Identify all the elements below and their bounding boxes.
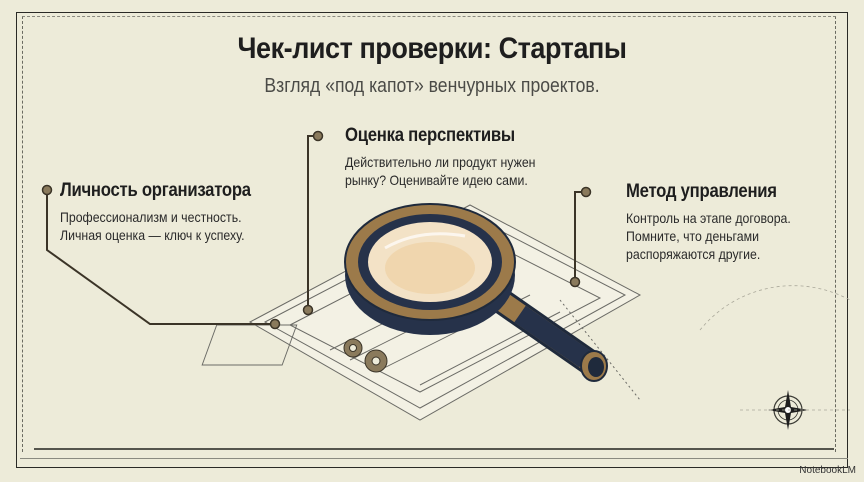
bottom-rule-secondary	[20, 458, 848, 459]
ruler-frame	[22, 16, 836, 452]
watermark: NotebookLM	[799, 465, 856, 476]
card-body: Профессионализм и честность. Личная оцен…	[60, 209, 245, 243]
card-body: Контроль на этапе договора. Помните, что…	[626, 210, 791, 262]
outer-frame	[16, 12, 848, 468]
connector-dots	[41, 130, 592, 330]
card-heading: Метод управления	[626, 181, 777, 202]
gear-icon	[343, 338, 388, 373]
bottom-rule	[34, 448, 834, 450]
card-prospects: Оценка перспективы Действительно ли прод…	[345, 125, 561, 189]
card-organizer: Личность организатора Профессионализм и …	[60, 180, 277, 244]
card-heading: Оценка перспективы	[345, 125, 515, 146]
card-management: Метод управления Контроль на этапе догов…	[626, 181, 813, 263]
card-body: Действительно ли продукт нужен рынку? Оц…	[345, 154, 536, 188]
slide-title: Чек-лист проверки: Стартапы	[237, 32, 627, 65]
magnifying-glass-icon	[344, 203, 608, 382]
slide-subtitle: Взгляд «под капот» венчурных проектов.	[264, 75, 600, 97]
card-heading: Личность организатора	[60, 180, 251, 201]
